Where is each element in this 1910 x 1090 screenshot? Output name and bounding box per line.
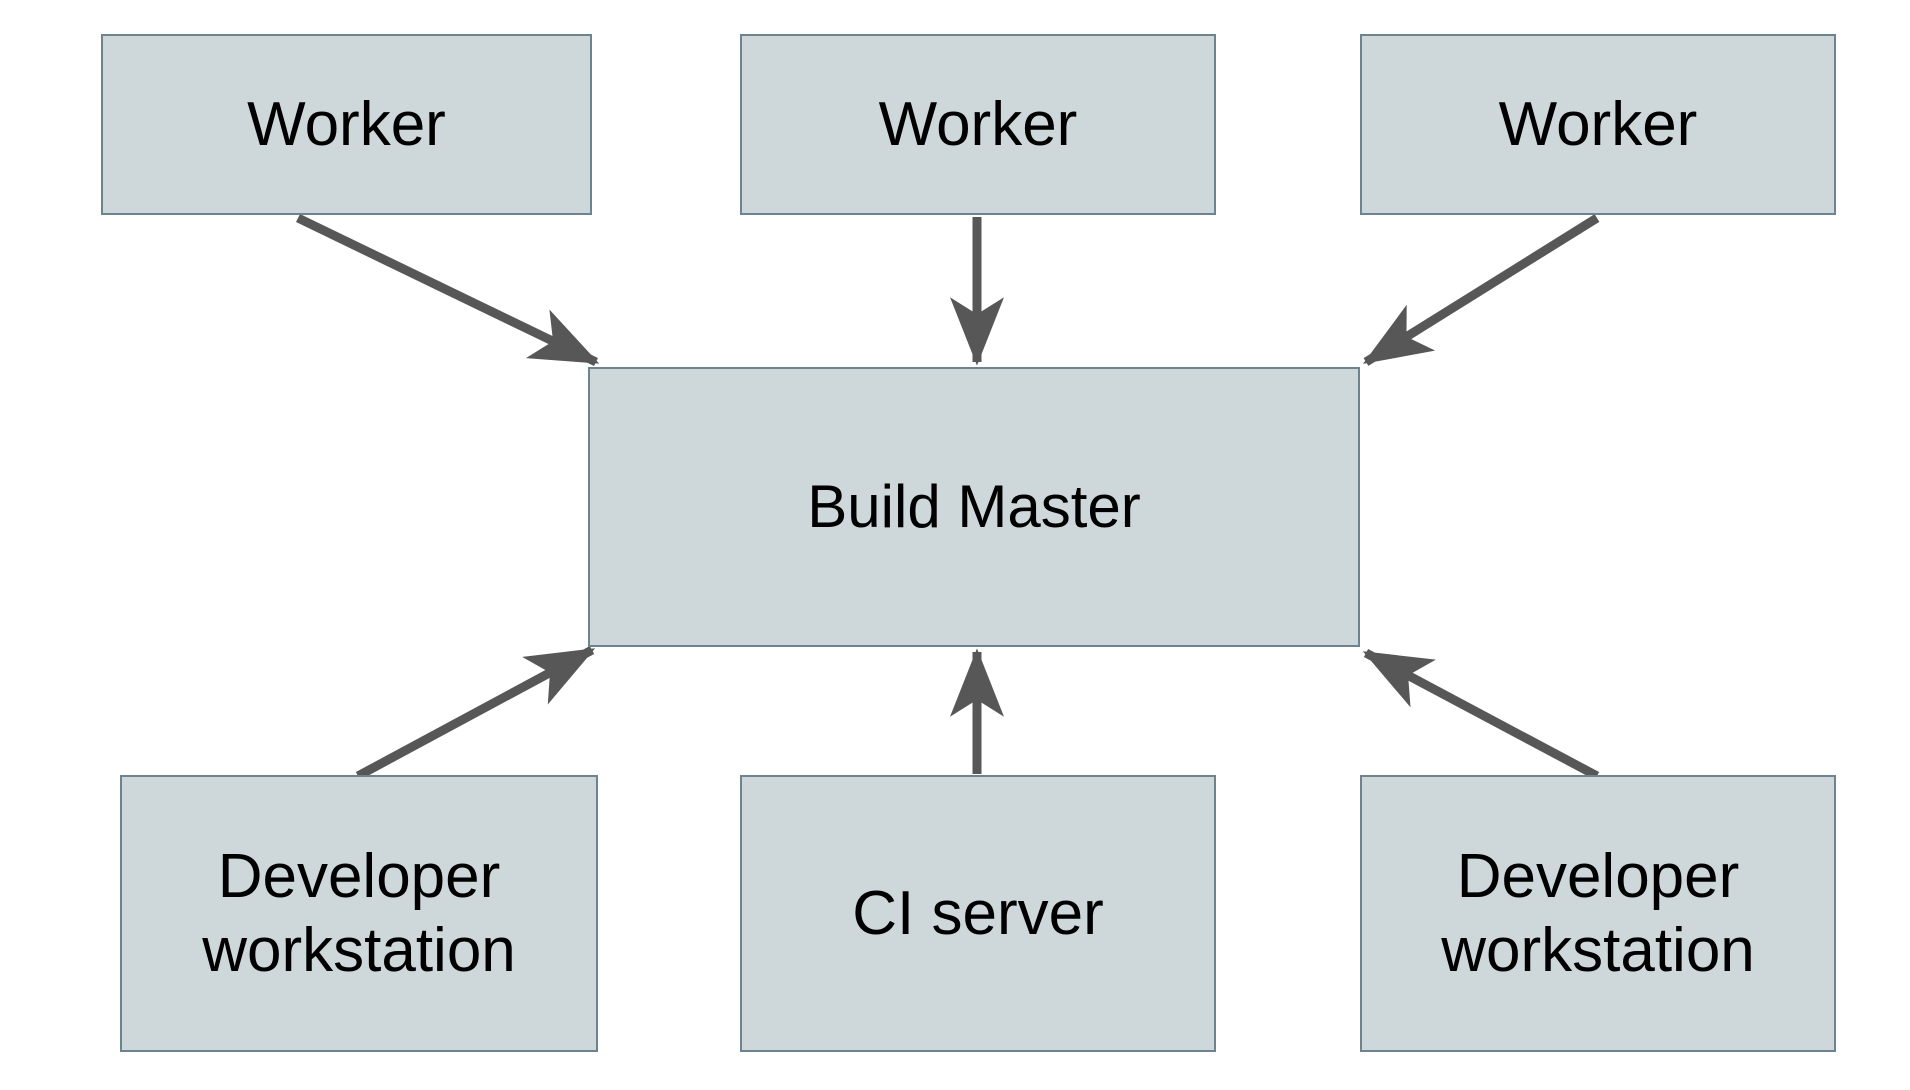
node-developer-workstation-right-label: Developer workstation xyxy=(1441,842,1755,985)
node-worker-right-label: Worker xyxy=(1498,89,1698,159)
edge-worker-left-to-master xyxy=(296,213,600,367)
node-developer-workstation-left[interactable]: Developer workstation xyxy=(120,775,598,1052)
node-build-master[interactable]: Build Master xyxy=(588,367,1360,647)
node-worker-center[interactable]: Worker xyxy=(740,34,1216,215)
node-worker-left[interactable]: Worker xyxy=(101,34,592,215)
node-developer-workstation-right[interactable]: Developer workstation xyxy=(1360,775,1836,1052)
node-ci-server-label: CI server xyxy=(852,878,1104,948)
node-worker-center-label: Worker xyxy=(878,89,1078,159)
edge-dev-left-to-master xyxy=(355,646,596,780)
node-worker-right[interactable]: Worker xyxy=(1360,34,1836,215)
node-ci-server[interactable]: CI server xyxy=(740,775,1216,1052)
node-build-master-label: Build Master xyxy=(807,472,1141,540)
edge-worker-right-to-master xyxy=(1362,214,1600,366)
node-developer-workstation-left-label: Developer workstation xyxy=(202,842,516,985)
node-worker-left-label: Worker xyxy=(247,89,446,159)
edge-dev-right-to-master xyxy=(1362,649,1600,780)
